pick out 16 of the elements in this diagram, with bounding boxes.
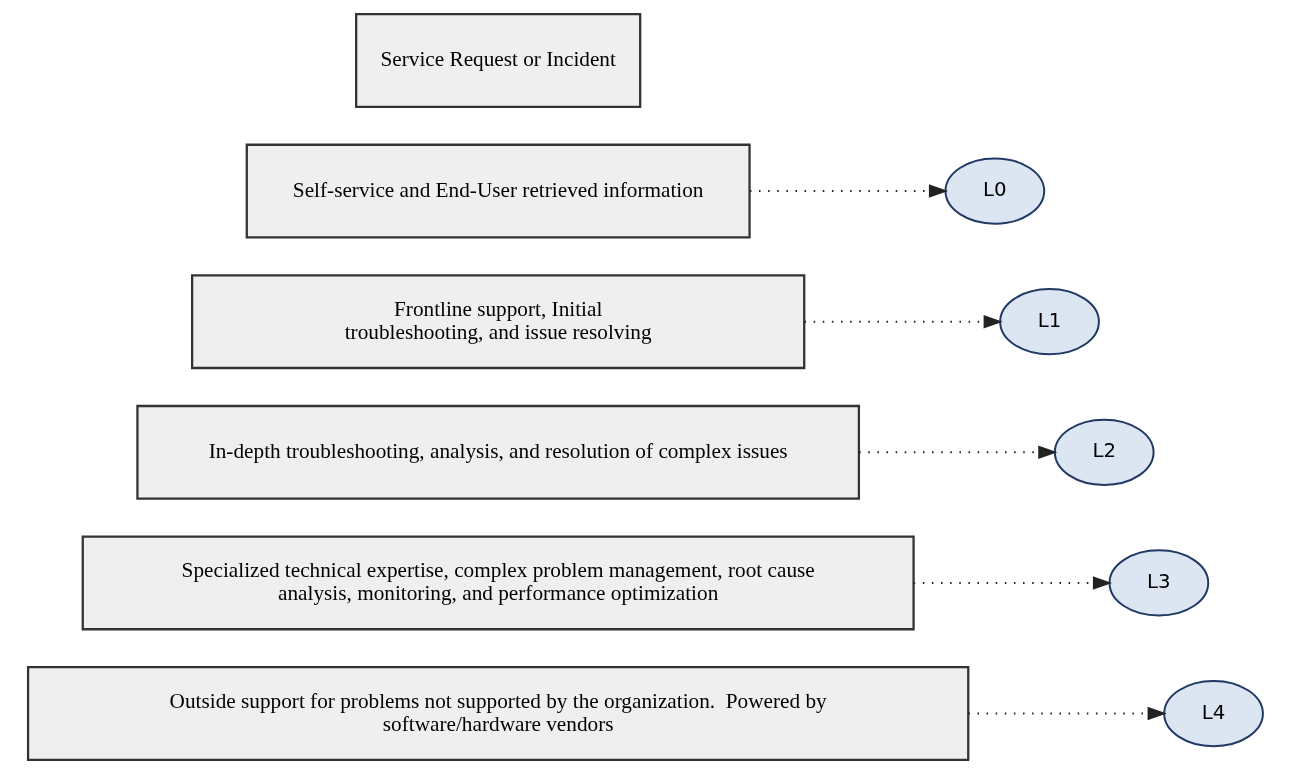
node-box: Service Request or Incident bbox=[354, 12, 641, 108]
node-ellipse: L3 bbox=[1108, 549, 1209, 617]
node-box: Specialized technical expertise, complex problem management, root cause analysis, monitoring, and performance optimization bbox=[81, 535, 915, 631]
arrow bbox=[912, 576, 1112, 590]
node-ellipse: L1 bbox=[998, 288, 1100, 356]
node-ellipse: L0 bbox=[944, 157, 1045, 225]
arrow bbox=[857, 445, 1057, 459]
arrow bbox=[748, 184, 948, 198]
node-ellipse: L4 bbox=[1162, 679, 1264, 748]
node-box: Self-service and End-User retrieved information bbox=[245, 143, 751, 239]
node-box: Frontline support, Initial troubleshooting, and issue resolving bbox=[190, 274, 805, 370]
arrow bbox=[966, 706, 1167, 721]
node-ellipse: L2 bbox=[1053, 418, 1155, 486]
node-box: In-depth troubleshooting, analysis, and resolution of complex issues bbox=[135, 404, 860, 500]
arrow bbox=[803, 315, 1003, 329]
node-box: Outside support for problems not supported by the organization. Powered by software/hardware vendors bbox=[26, 666, 969, 761]
